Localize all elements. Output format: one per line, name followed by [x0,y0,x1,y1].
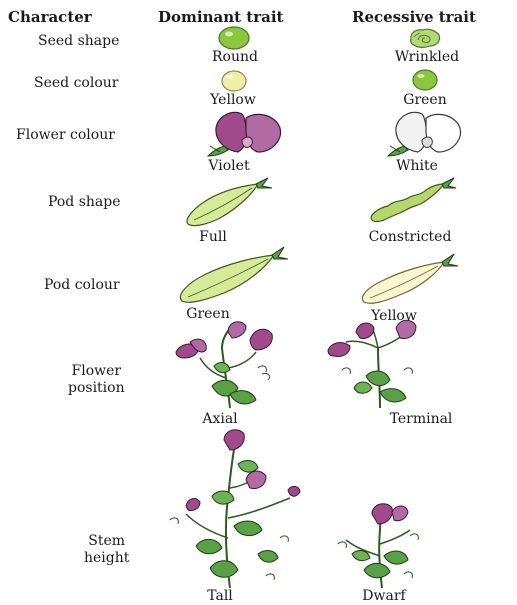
label-constricted: Constricted [369,229,452,245]
white-flower-icon [386,110,470,160]
header-dominant-trait: Dominant trait [158,8,283,26]
character-flower-colour: Flower colour [16,127,115,144]
terminal-plant-icon [326,318,426,408]
character-seed-colour: Seed colour [34,75,118,92]
yellow-seed-icon [221,70,247,92]
tall-plant-icon [166,428,312,588]
character-pod-colour: Pod colour [44,277,120,294]
character-flower-position: Flower position [68,363,125,397]
label-round: Round [212,49,258,65]
label-violet: Violet [208,158,249,174]
label-green-seed: Green [403,92,446,108]
character-stem-height-line2: height [84,550,129,567]
character-flower-position-line1: Flower [68,363,125,380]
character-stem-height-line1: Stem [84,533,129,550]
green-pod-icon [176,243,288,307]
label-terminal: Terminal [390,411,453,427]
wrinkled-seed-icon [408,27,442,49]
header-character: Character [8,8,92,26]
label-axial: Axial [202,411,237,427]
green-seed-icon [412,69,438,91]
dwarf-plant-icon [334,500,428,588]
character-seed-shape: Seed shape [38,33,119,50]
round-green-seed-icon [218,26,250,50]
label-tall: Tall [207,588,233,604]
label-dwarf: Dwarf [362,588,405,604]
character-stem-height: Stem height [84,533,129,567]
label-white: White [396,158,438,174]
header-recessive-trait: Recessive trait [352,8,476,26]
yellow-pod-icon [358,250,458,306]
character-pod-shape: Pod shape [48,194,121,211]
constricted-pod-icon [366,176,458,226]
violet-flower-icon [206,110,290,160]
label-wrinkled: Wrinkled [395,49,459,65]
full-pod-icon [182,176,274,228]
label-yellow-seed: Yellow [210,92,256,108]
axial-plant-icon [170,318,280,408]
character-flower-position-line2: position [68,380,125,397]
